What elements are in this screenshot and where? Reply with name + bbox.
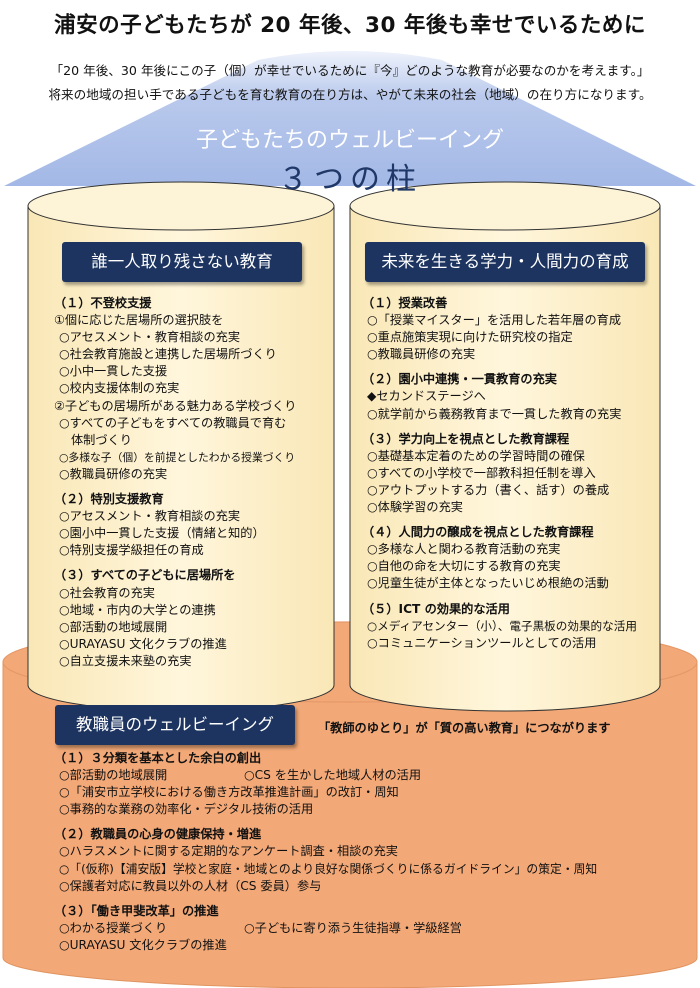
base-content: （１）３分類を基本とした余白の創出 ○部活動の地域展開 ○CS を生かした地域人…: [54, 750, 684, 954]
pillar-left-content: （１）不登校支援 ①個に応じた居場所の選択肢を ○アセスメント・教育相談の充実 …: [54, 295, 334, 670]
list-item: ○メディアセンター（小）、電子黒板の効果的な活用: [367, 618, 637, 633]
roof-title: 子どもたちのウェルビーイング: [195, 128, 504, 153]
list-item: ○アセスメント・教育相談の充実: [59, 509, 241, 524]
list-item: ○保護者対応に教員以外の人材（CS 委員）参与: [59, 878, 322, 893]
list-item: ○部活動の地域展開: [59, 619, 168, 634]
list-item: ○わかる授業づくり: [59, 920, 168, 935]
pillar-right-label: 未来を生きる学力・人間力の育成: [365, 242, 645, 282]
list-item: ○教職員研修の充実: [59, 466, 168, 481]
pillar-right-top: [349, 181, 661, 231]
list-item: ○多様な子（個）を前提としたわかる授業づくり: [59, 450, 296, 464]
right-section-4-heading: （４）人間力の醸成を視点とした教育課程: [362, 525, 594, 540]
list-item: ○教職員研修の充実: [367, 347, 476, 362]
list-item: ◆セカンドステージへ: [367, 389, 486, 404]
list-item: ○ハラスメントに関する定期的なアンケート調査・相談の充実: [59, 844, 398, 859]
base-row: ○部活動の地域展開 ○CS を生かした地域人材の活用: [54, 767, 684, 784]
right-section-3-heading: （３）学力向上を視点とした教育課程: [362, 431, 570, 446]
list-item: ○小中一貫した支援: [59, 364, 168, 379]
list-item: ○多様な人と関わる教育活動の充実: [367, 542, 561, 557]
pillar-right-shape: [349, 205, 661, 712]
left-section-2-heading: （２）特別支援教育: [54, 492, 164, 507]
list-item: 体制づくり: [71, 432, 132, 447]
list-item: ○児童生徒が主体となったいじめ根絶の活動: [367, 576, 609, 591]
base-section-3-heading: （３）「働き甲斐改革」の推進: [54, 903, 219, 918]
base-row: ○わかる授業づくり ○子どもに寄り添う生徒指導・学級経営: [54, 920, 684, 937]
list-item: ○園小中一貫した支援（情緒と知的）: [59, 526, 265, 541]
right-section-5-heading: （５）ICT の効果的な活用: [362, 601, 510, 616]
intro-line-1: 「20 年後、30 年後にこの子（個）が幸せでいるために『今』どのような教育が必…: [50, 63, 650, 78]
intro-line-2: 将来の地域の担い手である子どもを育む教育の在り方は、やがて未来の社会（地域）の在…: [48, 87, 652, 102]
list-item: ○コミュニケーションツールとしての活用: [367, 635, 597, 650]
roof-shape: [4, 51, 696, 186]
list-item: ○地域・市内の大学との連携: [59, 602, 216, 617]
list-item: ○事務的な業務の効率化・デジタル技術の活用: [59, 802, 314, 817]
list-item: ○すべての子どもをすべての教職員で育む: [59, 415, 287, 430]
list-item: ○自他の命を大切にする教育の充実: [367, 559, 561, 574]
list-item: ○「浦安市立学校における働き方改革推進計画」の改訂・周知: [59, 785, 399, 800]
list-item: ①個に応じた居場所の選択肢を: [54, 313, 224, 328]
pillar-left-top: [27, 181, 335, 231]
list-item: ○自立支援未来塾の充実: [59, 653, 192, 668]
list-item: ○「(仮称)【浦安版】学校と家庭・地域とのより良好な関係づくりに係るガイドライン…: [59, 861, 598, 876]
page-title: 浦安の子どもたちが 20 年後、30 年後も幸せでいるために: [54, 13, 646, 38]
right-section-2-heading: （２）園小中連携・一貫教育の充実: [362, 372, 557, 387]
list-item: ○アウトプットする力（書く、話す）の養成: [367, 482, 610, 497]
left-section-3-heading: （３）すべての子どもに居場所を: [54, 568, 236, 583]
base-section-2-heading: （２）教職員の心身の健康保持・増進: [54, 827, 262, 842]
list-item: ○重点施策実現に向けた研究校の指定: [367, 330, 573, 345]
right-section-1-heading: （１）授業改善: [362, 296, 448, 310]
list-item: ○社会教育の充実: [59, 585, 155, 600]
base-section-1-heading: （１）３分類を基本とした余白の創出: [54, 751, 262, 765]
list-item: ○URAYASU 文化クラブの推進: [59, 636, 227, 651]
list-item: ○アセスメント・教育相談の充実: [59, 330, 241, 345]
pillar-left-label: 誰一人取り残さない教育: [62, 242, 302, 282]
pillar-right-content: （１）授業改善 ○「授業マイスター」を活用した若年層の育成 ○重点施策実現に向け…: [362, 295, 662, 652]
list-item: ○基礎基本定着のための学習時間の確保: [367, 448, 585, 463]
left-section-1-heading: （１）不登校支援: [54, 296, 152, 310]
list-item: ○特別支援学級担任の育成: [59, 543, 204, 558]
list-item: ○就学前から義務教育まで一貫した教育の充実: [367, 406, 622, 421]
roof-subtitle: ３つの柱: [278, 162, 422, 197]
list-item: ○校内支援体制の充実: [59, 381, 180, 396]
base-tagline: 「教師のゆとり」が「質の高い教育」につながります: [318, 721, 611, 735]
list-item: ○CS を生かした地域人材の活用: [244, 768, 422, 783]
list-item: ○すべての小学校で一部教科担任制を導入: [367, 465, 596, 480]
list-item: ○部活動の地域展開: [59, 768, 168, 783]
list-item: ○子どもに寄り添う生徒指導・学級経営: [244, 920, 462, 935]
list-item: ②子どもの居場所がある魅力ある学校づくり: [54, 398, 297, 413]
list-item: ○体験学習の充実: [367, 500, 463, 515]
list-item: ○URAYASU 文化クラブの推進: [59, 937, 227, 952]
list-item: ○社会教育施設と連携した居場所づくり: [59, 347, 277, 362]
list-item: ○「授業マイスター」を活用した若年層の育成: [367, 313, 622, 328]
base-label: 教職員のウェルビーイング: [55, 705, 295, 745]
